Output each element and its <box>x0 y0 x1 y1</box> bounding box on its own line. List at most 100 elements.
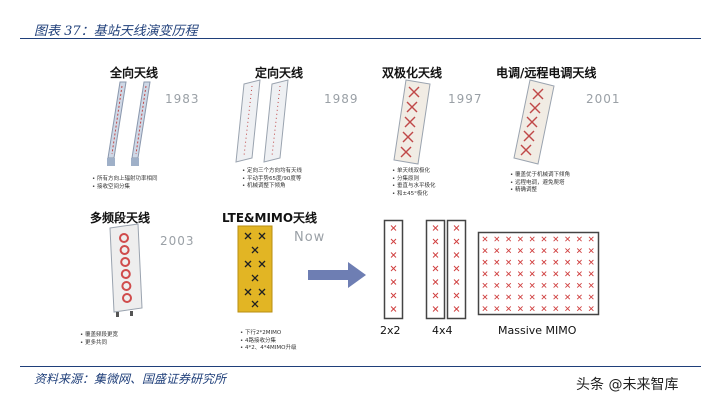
panel-bullets-electrical-tilt: 覆盖优于机械调下倾角 远程电调，避免爬塔 精确调整 <box>510 172 570 195</box>
x-mark <box>432 265 439 272</box>
x-mark <box>588 248 594 254</box>
figure-header: 图表 37：基站天线演变历程 <box>0 8 721 39</box>
panel-bullets-dual-polarized: 单天线双极化 分集原则 垂直与水平极化 和±45°极化 <box>392 168 436 198</box>
x-mark <box>517 271 523 277</box>
panel-label-omni: 全向天线 <box>110 66 159 80</box>
x-mark <box>553 294 559 300</box>
bullet: 下行2*2MIMO <box>240 330 296 338</box>
x-mark <box>432 238 439 245</box>
x-mark <box>553 236 559 242</box>
x-mark <box>390 292 397 299</box>
x-mark <box>494 306 500 312</box>
x-mark <box>506 294 512 300</box>
x-mark <box>517 282 523 288</box>
x-mark <box>588 259 594 265</box>
electrical-tilt-antenna-image <box>513 79 555 165</box>
panel-label-electrical-tilt: 电调/远程电调天线 <box>496 66 597 80</box>
x-mark <box>494 271 500 277</box>
x-mark <box>541 282 547 288</box>
x-mark <box>494 236 500 242</box>
panel-bullets-multiband: 覆盖频段更宽 更多共同 <box>80 332 118 347</box>
x-mark <box>553 248 559 254</box>
x-mark <box>482 282 488 288</box>
panel-label-dual-polarized: 双极化天线 <box>382 66 443 80</box>
x-mark <box>258 232 266 240</box>
panel-year-dual-polarized: 1997 <box>448 92 483 106</box>
x-mark <box>523 130 535 142</box>
x-mark <box>506 282 512 288</box>
x-mark <box>565 306 571 312</box>
x-mark <box>565 259 571 265</box>
x-mark <box>406 101 418 113</box>
element-ring <box>119 245 130 255</box>
x-mark <box>408 86 420 98</box>
array-4x4-image <box>425 219 467 320</box>
directional-antenna-image <box>235 79 289 163</box>
x-mark <box>432 279 439 285</box>
x-mark <box>453 225 460 231</box>
x-mark <box>529 248 535 254</box>
dual-polarized-antenna-image <box>393 79 431 165</box>
x-mark <box>565 248 571 254</box>
x-mark <box>390 306 397 312</box>
x-mark <box>482 294 488 300</box>
x-mark <box>565 271 571 277</box>
bullet: 4*2、4*4MIMO升级 <box>240 345 296 353</box>
bullet: 所有方向上辐射功率相同 <box>92 176 158 184</box>
bullet: 4路接收分集 <box>240 338 296 346</box>
bullet: 平动手势65度/90度等 <box>242 176 302 184</box>
panel-label-multiband: 多频段天线 <box>90 211 151 225</box>
bullet: 单天线双极化 <box>392 168 436 176</box>
x-mark <box>541 259 547 265</box>
panel-bullets-directional: 定向三个方向均有天线 平动手势65度/90度等 机械调整下倾角 <box>242 168 302 191</box>
x-mark <box>482 248 488 254</box>
x-mark <box>517 259 523 265</box>
footer-rule <box>20 366 701 367</box>
bullet: 精确调整 <box>510 187 570 195</box>
x-mark <box>494 282 500 288</box>
x-mark <box>494 294 500 300</box>
x-mark <box>541 248 547 254</box>
evolution-arrow <box>308 262 366 288</box>
element-ring <box>120 269 131 279</box>
x-mark <box>576 248 582 254</box>
x-mark <box>520 144 532 156</box>
x-mark <box>453 292 460 299</box>
x-mark <box>482 306 488 312</box>
x-mark <box>432 252 439 258</box>
lte-mimo-antenna-image <box>237 225 273 313</box>
bullet: 机械调整下倾角 <box>242 183 302 191</box>
x-mark <box>506 236 512 242</box>
x-mark <box>494 248 500 254</box>
x-mark <box>390 252 397 258</box>
x-mark <box>553 306 559 312</box>
x-mark <box>588 271 594 277</box>
x-mark <box>553 271 559 277</box>
x-mark <box>529 294 535 300</box>
watermark: 头条 @未来智库 <box>576 377 679 393</box>
x-mark <box>251 274 259 282</box>
element-ring <box>121 281 132 291</box>
x-mark <box>576 306 582 312</box>
x-mark <box>529 282 535 288</box>
x-mark <box>553 282 559 288</box>
x-mark <box>588 306 594 312</box>
array-massive-mimo-image <box>477 231 600 316</box>
x-mark <box>258 260 266 268</box>
x-mark <box>588 236 594 242</box>
x-mark <box>529 271 535 277</box>
panel-label-lte-mimo: LTE&MIMO天线 <box>222 211 318 225</box>
array-2x2-image <box>383 219 404 320</box>
x-mark <box>529 306 535 312</box>
element-ring <box>119 233 129 243</box>
x-mark <box>482 259 488 265</box>
x-mark <box>565 282 571 288</box>
x-mark <box>251 246 259 254</box>
x-mark <box>532 88 544 100</box>
x-mark <box>588 282 594 288</box>
element-ring <box>122 293 132 303</box>
bullet: 覆盖频段更宽 <box>80 332 118 340</box>
x-mark <box>244 288 252 296</box>
x-mark <box>453 252 460 258</box>
x-mark <box>244 232 252 240</box>
